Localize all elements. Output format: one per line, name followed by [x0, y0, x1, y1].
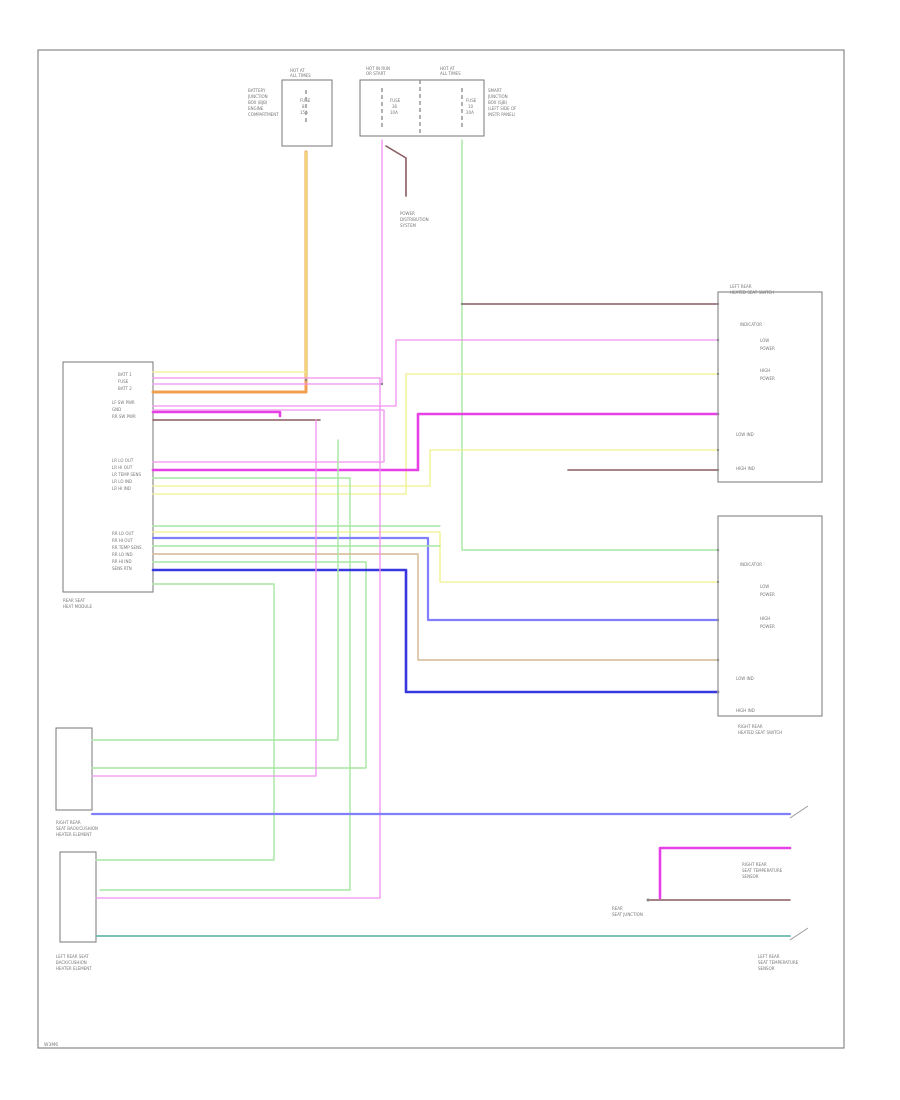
svg-text:RIGHT REAR: RIGHT REAR: [738, 724, 763, 729]
fuse-box-left-title: HOT AT: [290, 68, 305, 73]
wire-feed-pink: [152, 139, 383, 385]
svg-text:LEFT REAR: LEFT REAR: [730, 284, 752, 289]
svg-text:HIGH: HIGH: [760, 368, 770, 373]
svg-text:LOW IND: LOW IND: [736, 676, 754, 681]
svg-text:LR LO OUT: LR LO OUT: [112, 458, 134, 463]
diagram-frame: [37, 49, 845, 1049]
svg-text:RIGHT REAR: RIGHT REAR: [742, 862, 767, 867]
svg-text:ENGINE: ENGINE: [248, 106, 264, 111]
svg-text:(LEFT SIDE OF: (LEFT SIDE OF: [488, 106, 517, 111]
svg-text:HIGH IND: HIGH IND: [736, 708, 755, 713]
svg-text:HEATED SEAT SWITCH: HEATED SEAT SWITCH: [738, 730, 782, 735]
svg-text:RR SW PWR: RR SW PWR: [112, 414, 136, 419]
svg-text:LOW: LOW: [760, 338, 769, 343]
svg-text:LEFT REAR SEAT: LEFT REAR SEAT: [56, 954, 89, 959]
svg-text:BATTERY: BATTERY: [248, 88, 266, 93]
svg-text:ALL TIMES: ALL TIMES: [290, 73, 311, 78]
svg-text:LR HI OUT: LR HI OUT: [112, 465, 133, 470]
svg-text:BACK/CUSHION: BACK/CUSHION: [56, 960, 87, 965]
svg-text:JUNCTION: JUNCTION: [487, 94, 508, 99]
svg-text:RIGHT REAR: RIGHT REAR: [56, 820, 81, 825]
svg-text:RR TEMP SENS: RR TEMP SENS: [112, 545, 142, 550]
page-code: W3M6: [44, 1042, 58, 1048]
svg-text:INDICATOR: INDICATOR: [740, 562, 762, 567]
svg-text:15A: 15A: [300, 110, 308, 115]
left-rear-seat-switch: LEFT REAR HEATED SEAT SWITCH INDICATOR L…: [717, 284, 823, 483]
svg-text:FUSE: FUSE: [118, 379, 129, 384]
svg-text:SENSOR: SENSOR: [742, 874, 759, 879]
svg-text:10A: 10A: [390, 110, 398, 115]
svg-text:HIGH IND: HIGH IND: [736, 466, 755, 471]
svg-text:HIGH: HIGH: [760, 616, 770, 621]
svg-text:POWER: POWER: [400, 211, 415, 216]
svg-text:POWER: POWER: [760, 376, 775, 381]
svg-text:SEAT JUNCTION: SEAT JUNCTION: [612, 912, 643, 917]
svg-text:BOX (SJB): BOX (SJB): [488, 100, 508, 105]
svg-text:BATT 2: BATT 2: [118, 386, 132, 391]
svg-text:FUSE: FUSE: [466, 98, 477, 103]
svg-text:REAR: REAR: [612, 906, 623, 911]
svg-text:POWER: POWER: [760, 624, 775, 629]
svg-text:LOW: LOW: [760, 584, 769, 589]
svg-text:HEATER ELEMENT: HEATER ELEMENT: [56, 832, 92, 837]
svg-text:HOT AT: HOT AT: [440, 66, 455, 71]
left-front-seat-heater: RIGHT REAR SEAT BACK/CUSHION HEATER ELEM…: [55, 727, 98, 837]
svg-text:HEATER ELEMENT: HEATER ELEMENT: [56, 966, 92, 971]
svg-text:LEFT REAR: LEFT REAR: [758, 954, 780, 959]
svg-text:HEATED SEAT SWITCH: HEATED SEAT SWITCH: [730, 290, 774, 295]
right-rear-seat-switch: INDICATOR LOW POWER HIGH POWER LOW IND H…: [717, 515, 823, 717]
svg-text:HEAT MODULE: HEAT MODULE: [63, 604, 93, 609]
svg-text:SEAT TEMPERATURE: SEAT TEMPERATURE: [758, 960, 799, 965]
svg-text:36: 36: [392, 104, 398, 109]
svg-text:HOT IN RUN: HOT IN RUN: [366, 66, 390, 71]
svg-text:INDICATOR: INDICATOR: [740, 322, 762, 327]
svg-text:RR LO OUT: RR LO OUT: [112, 531, 134, 536]
driver-seat-module: BATT 1 FUSE BATT 2 LF SW PWR GND RR SW P…: [62, 361, 154, 593]
svg-text:RR HI IND: RR HI IND: [112, 559, 132, 564]
fuse-box-left: HOT AT ALL TIMES BATTERY JUNCTION BOX (B…: [247, 68, 333, 147]
svg-text:RR HI OUT: RR HI OUT: [112, 538, 133, 543]
svg-text:RR LO IND: RR LO IND: [112, 552, 133, 557]
svg-text:GND: GND: [112, 407, 121, 412]
svg-text:SENSOR: SENSOR: [758, 966, 775, 971]
svg-text:SENS RTN: SENS RTN: [112, 566, 132, 571]
svg-text:SEAT TEMPERATURE: SEAT TEMPERATURE: [742, 868, 783, 873]
svg-text:20A: 20A: [466, 110, 474, 115]
svg-text:JUNCTION: JUNCTION: [247, 94, 268, 99]
svg-text:SEAT BACK/CUSHION: SEAT BACK/CUSHION: [56, 826, 98, 831]
svg-text:ALL TIMES: ALL TIMES: [440, 71, 461, 76]
svg-text:LR LO IND: LR LO IND: [112, 479, 132, 484]
connector-ticks: [304, 302, 720, 902]
svg-text:10: 10: [468, 104, 474, 109]
svg-text:FUSE: FUSE: [390, 98, 401, 103]
svg-text:LF SW PWR: LF SW PWR: [112, 400, 135, 405]
svg-text:COMPARTMENT: COMPARTMENT: [248, 112, 279, 117]
svg-text:BOX (BJB): BOX (BJB): [248, 100, 268, 105]
svg-text:BATT 1: BATT 1: [118, 372, 132, 377]
svg-text:INSTR PANEL): INSTR PANEL): [488, 112, 516, 117]
svg-text:DISTRIBUTION: DISTRIBUTION: [400, 217, 429, 222]
svg-text:POWER: POWER: [760, 592, 775, 597]
svg-text:SMART: SMART: [488, 88, 502, 93]
svg-text:8: 8: [302, 104, 305, 109]
svg-text:LR HI IND: LR HI IND: [112, 486, 131, 491]
wire-feed-green: [461, 139, 719, 551]
svg-text:LOW IND: LOW IND: [736, 432, 754, 437]
svg-text:POWER: POWER: [760, 346, 775, 351]
svg-text:SYSTEM: SYSTEM: [400, 223, 416, 228]
svg-text:LR TEMP SENS: LR TEMP SENS: [112, 472, 141, 477]
svg-text:OR START: OR START: [366, 71, 386, 76]
wire-feed-orange: [151, 150, 308, 394]
right-front-seat-heater: LEFT REAR SEAT BACK/CUSHION HEATER ELEME…: [56, 851, 97, 971]
fuse-box-center: HOT IN RUN OR START HOT AT ALL TIMES FUS…: [359, 66, 517, 137]
driver-seat-module-label: REAR SEAT: [63, 598, 86, 603]
